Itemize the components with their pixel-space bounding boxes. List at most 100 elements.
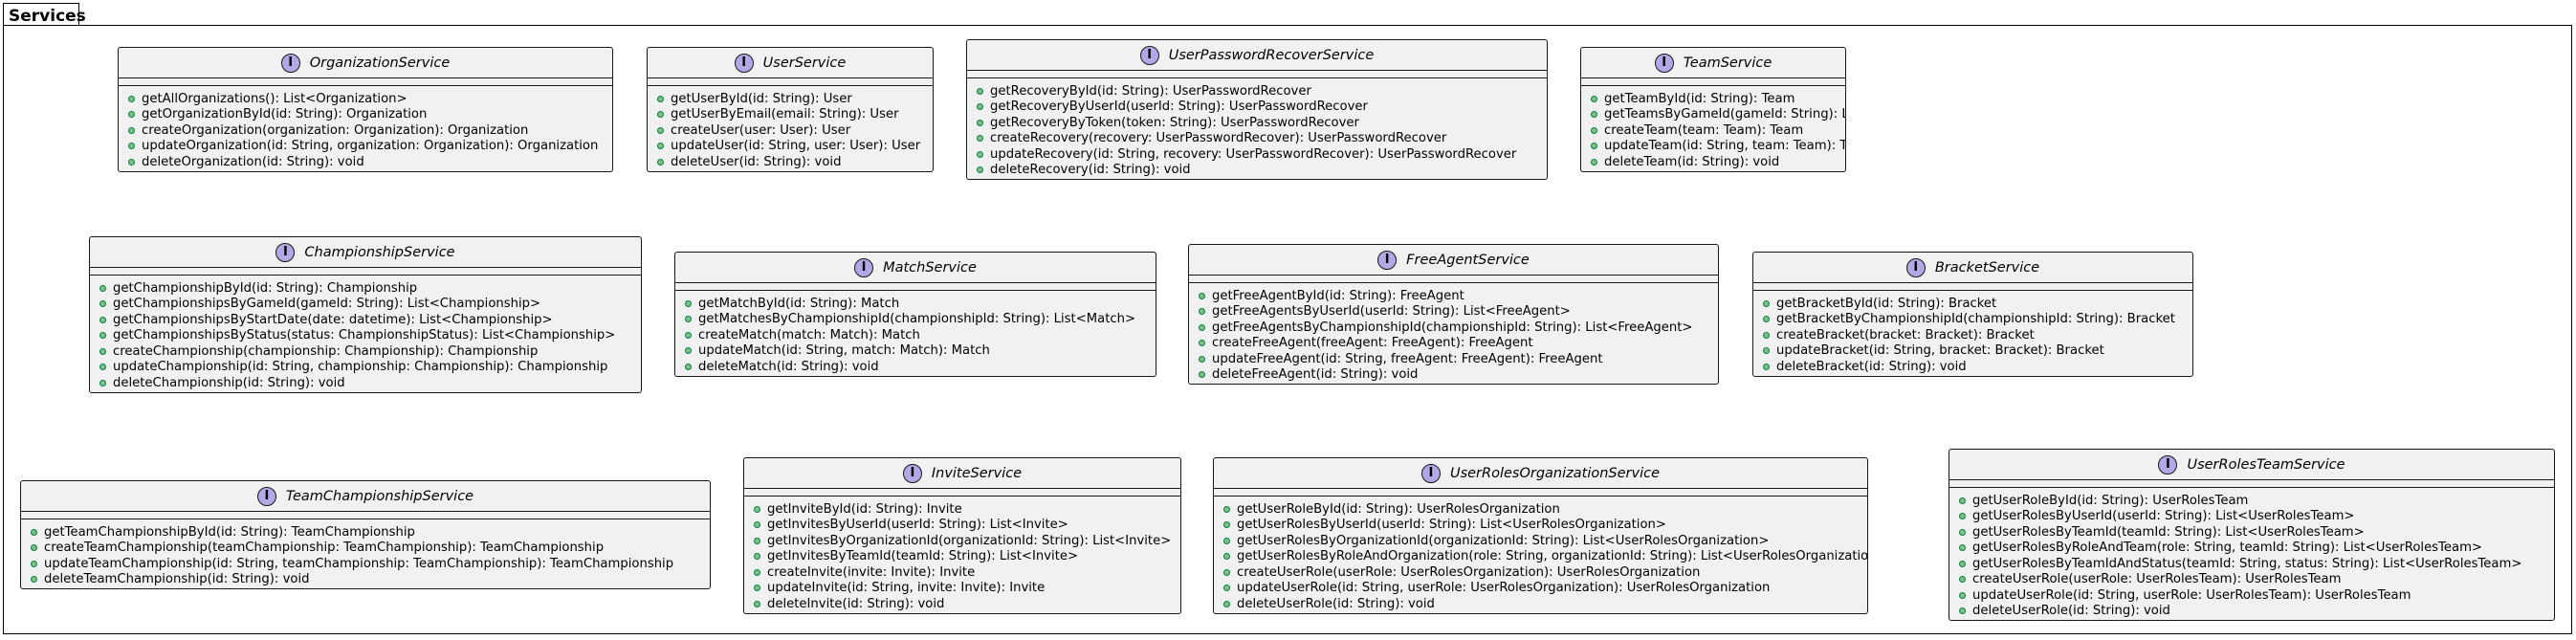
method-signature: createUserRole(userRole: UserRolesTeam):… (1972, 572, 2342, 587)
method-signature: deleteChampionship(id: String): void (113, 375, 345, 390)
class-name: UserRolesTeamService (2187, 456, 2345, 473)
method-signature: getBracketById(id: String): Bracket (1776, 296, 1997, 311)
public-visibility-icon (31, 544, 37, 552)
method-row: getUserRoleById(id: String): UserRolesOr… (1223, 501, 1867, 518)
public-visibility-icon (99, 347, 106, 355)
method-signature: updateUser(id: String, user: User): User (671, 139, 921, 154)
interface-icon: I (256, 486, 276, 506)
class-name: TeamChampionshipService (285, 488, 474, 504)
method-row: createUser(user: User): User (657, 122, 933, 139)
method-row: createBracket(bracket: Bracket): Bracket (1763, 327, 2192, 343)
public-visibility-icon (1763, 363, 1770, 370)
public-visibility-icon (128, 95, 135, 102)
fields-compartment (744, 489, 1180, 497)
method-signature: getRecoveryByToken(token: String): UserP… (990, 115, 1359, 130)
method-row: deleteTeamChampionship(id: String): void (31, 572, 710, 588)
method-signature: getMatchesByChampionshipId(championshipI… (698, 312, 1136, 327)
interface-icon: I (275, 242, 296, 262)
public-visibility-icon (977, 87, 983, 95)
method-row: createUserRole(userRole: UserRolesOrgani… (1223, 564, 1867, 581)
method-row: getFreeAgentsByUserId(userId: String): L… (1199, 304, 1718, 320)
fields-compartment (1581, 78, 1845, 86)
method-row: updateUserRole(id: String, userRole: Use… (1959, 587, 2554, 604)
public-visibility-icon (977, 166, 983, 174)
public-visibility-icon (128, 111, 135, 119)
method-row: updateOrganization(id: String, organizat… (128, 139, 612, 155)
class-header: I UserRolesTeamService (1949, 450, 2554, 480)
method-row: getUserRolesByUserId(userId: String): Li… (1223, 518, 1867, 534)
method-row: createFreeAgent(freeAgent: FreeAgent): F… (1199, 336, 1718, 352)
method-signature: createRecovery(recovery: UserPasswordRec… (990, 131, 1447, 146)
method-signature: deleteMatch(id: String): void (698, 359, 879, 374)
method-row: getOrganizationById(id: String): Organiz… (128, 107, 612, 123)
public-visibility-icon (1199, 371, 1205, 379)
interface-icon: I (734, 53, 754, 73)
fields-compartment (90, 268, 641, 276)
method-row: createChampionship(championship: Champio… (99, 343, 641, 360)
class-box: I UserRolesTeamService getUserRoleById(id:… (1949, 449, 2555, 621)
method-row: getUserRoleById(id: String): UserRolesTe… (1959, 493, 2554, 509)
method-signature: createBracket(bracket: Bracket): Bracket (1776, 327, 2035, 342)
method-signature: deleteFreeAgent(id: String): void (1212, 367, 1419, 383)
fields-compartment (1189, 276, 1718, 283)
package-tab: Services (3, 3, 86, 26)
public-visibility-icon (1959, 591, 1966, 599)
method-row: getBracketByChampionshipId(championshipI… (1763, 312, 2192, 328)
methods-compartment: getTeamChampionshipById(id: String): Tea… (21, 519, 710, 587)
method-row: getUserRolesByTeamId(teamId: String): Li… (1959, 524, 2554, 541)
class-name: InviteService (931, 465, 1023, 481)
method-signature: getUserRolesByUserId(userId: String): Li… (1237, 518, 1666, 533)
method-signature: deleteUserRole(id: String): void (1972, 604, 2170, 619)
method-row: updateChampionship(id: String, champions… (99, 360, 641, 376)
method-signature: createMatch(match: Match): Match (698, 327, 920, 342)
method-row: createTeamChampionship(teamChampionship:… (31, 541, 710, 557)
public-visibility-icon (1959, 528, 1966, 536)
method-signature: updateUserRole(id: String, userRole: Use… (1972, 587, 2411, 603)
method-signature: getFreeAgentById(id: String): FreeAgent (1212, 288, 1464, 303)
public-visibility-icon (1223, 553, 1230, 561)
class-name: UserPasswordRecoverService (1168, 47, 1375, 63)
method-signature: updateTeam(id: String, team: Team): Team (1604, 139, 1846, 154)
method-row: updateUserRole(id: String, userRole: Use… (1223, 581, 1867, 597)
method-row: createRecovery(recovery: UserPasswordRec… (977, 131, 1547, 147)
public-visibility-icon (1199, 292, 1205, 299)
public-visibility-icon (99, 316, 106, 323)
public-visibility-icon (685, 316, 692, 323)
methods-compartment: getRecoveryById(id: String): UserPasswor… (967, 78, 1547, 178)
public-visibility-icon (1223, 505, 1230, 513)
package-frame (3, 25, 2572, 634)
method-row: deleteFreeAgent(id: String): void (1199, 367, 1718, 384)
interface-icon: I (1377, 250, 1398, 270)
public-visibility-icon (977, 119, 983, 126)
method-signature: createFreeAgent(freeAgent: FreeAgent): F… (1212, 336, 1533, 351)
method-row: getTeamsByGameId(gameId: String): List<T… (1591, 107, 1845, 123)
public-visibility-icon (657, 143, 664, 150)
method-signature: updateChampionship(id: String, champions… (113, 360, 608, 375)
method-row: getUserRolesByRoleAndTeam(role: String, … (1959, 541, 2554, 557)
methods-compartment: getChampionshipById(id: String): Champio… (90, 276, 641, 391)
method-signature: getChampionshipById(id: String): Champio… (113, 280, 418, 296)
interface-icon: I (1420, 463, 1441, 483)
method-row: deleteMatch(id: String): void (685, 359, 1156, 375)
method-row: deleteUser(id: String): void (657, 154, 933, 170)
fields-compartment (119, 78, 612, 86)
methods-compartment: getUserRoleById(id: String): UserRolesOr… (1214, 497, 1867, 612)
public-visibility-icon (685, 299, 692, 307)
public-visibility-icon (685, 363, 692, 370)
method-signature: updateInvite(id: String, invite: Invite)… (767, 581, 1046, 596)
public-visibility-icon (99, 379, 106, 386)
method-row: getFreeAgentById(id: String): FreeAgent (1199, 288, 1718, 304)
public-visibility-icon (1763, 299, 1770, 307)
method-signature: deleteUser(id: String): void (671, 154, 842, 169)
interface-icon: I (2158, 454, 2178, 474)
